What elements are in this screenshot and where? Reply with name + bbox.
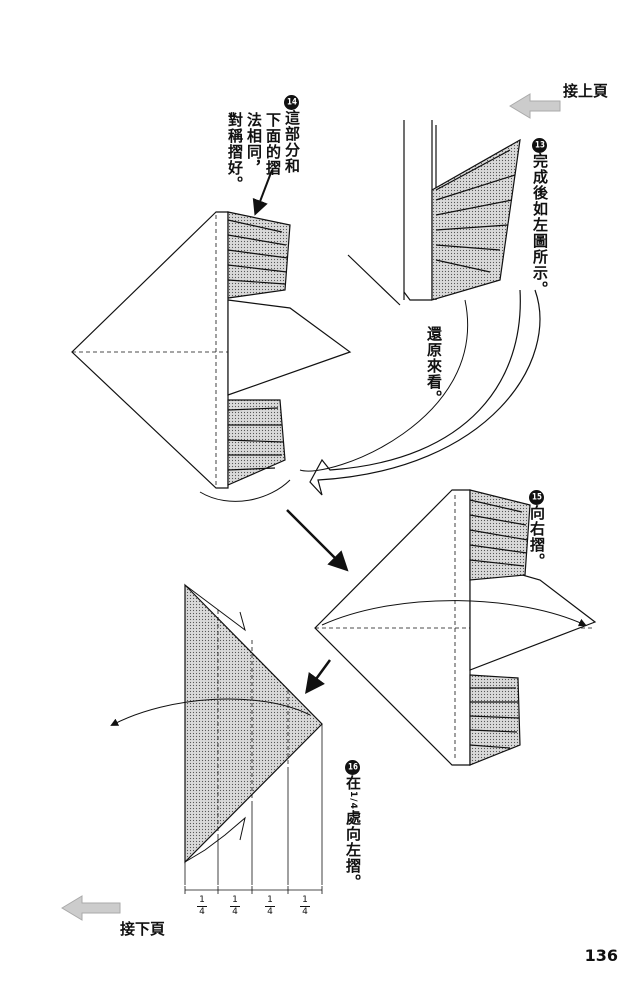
next-page-arrow-icon[interactable] <box>61 895 121 921</box>
unfold-note: 還原來看。 <box>425 326 443 406</box>
step15-number: 15 <box>529 490 544 505</box>
step13-number: 13 <box>532 138 547 153</box>
step14-line2: 下面的摺 <box>264 112 282 176</box>
step13-text: 完成後如左圖所示。 <box>531 153 549 297</box>
continue-from-label[interactable]: 接上頁 <box>563 82 609 100</box>
step14-caption-col1: 14這部分和 <box>283 95 301 174</box>
flow-arrow-1 <box>286 509 349 572</box>
flow-arrow-2 <box>305 659 332 695</box>
step14-line1: 這部分和 <box>283 110 301 174</box>
step13-caption: 13完成後如左圖所示。 <box>531 138 549 297</box>
step15-figure <box>314 489 597 766</box>
unfold-curve-arrow <box>309 289 541 496</box>
step16-caption: 16在1/4處向左摺。 <box>344 760 362 890</box>
step14-line3: 法相同， <box>245 112 263 176</box>
step14-number: 14 <box>284 95 299 110</box>
step16-text-before: 在 <box>344 775 362 791</box>
step13-figure <box>347 120 521 306</box>
continue-next-label[interactable]: 接下頁 <box>120 920 166 938</box>
page-number: 136 <box>584 946 618 965</box>
step16-figure <box>110 583 323 894</box>
prev-page-arrow-icon[interactable] <box>509 93 561 119</box>
step16-text-after: 處向左摺。 <box>344 809 362 890</box>
step15-text: 向右摺。 <box>528 505 546 569</box>
step14-line4: 對稱摺好。 <box>226 112 244 192</box>
step14-pointer-arrow <box>252 169 273 216</box>
step16-number: 16 <box>345 760 360 775</box>
step15-caption: 15向右摺。 <box>528 490 546 569</box>
step16-fraction-inline: 1/4 <box>348 791 358 810</box>
step14-figure <box>71 211 352 502</box>
step13-flow-curve <box>299 299 468 472</box>
